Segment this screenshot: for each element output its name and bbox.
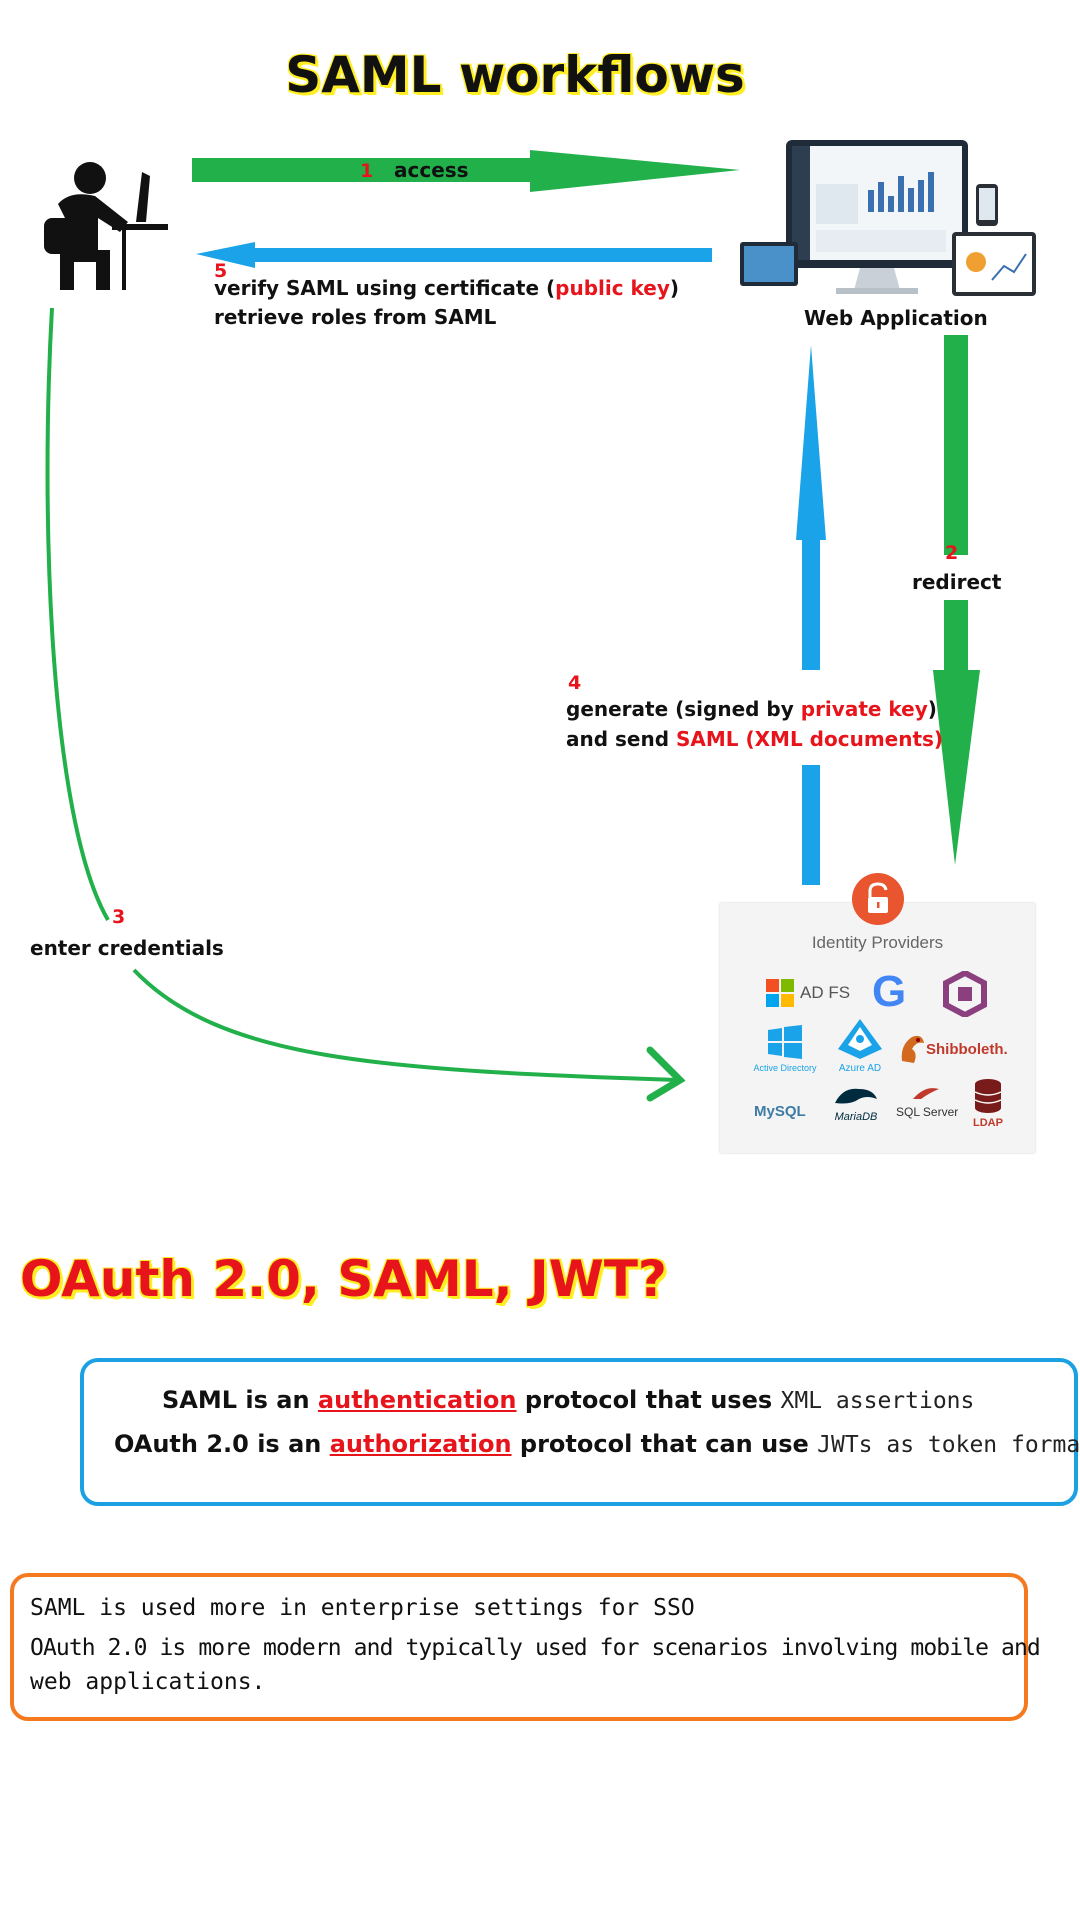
authentication-term: authentication [317,1386,517,1414]
saml-definition-line: SAML is an authentication protocol that … [162,1386,975,1414]
step-5-line-1: verify SAML using certificate (public ke… [214,276,680,300]
step-4-line-1: generate (signed by private key) [566,697,937,721]
mariadb-seal-icon [835,1088,877,1104]
oauth-definition-line: OAuth 2.0 is an authorization protocol t… [114,1430,1080,1458]
usage-comparison-box: SAML is used more in enterprise settings… [10,1573,1041,1721]
page-title: SAML workflows [285,46,745,104]
saml-usage-line: SAML is used more in enterprise settings… [30,1595,695,1621]
windows-icon [766,979,794,1007]
step-4-line-2: and send SAML (XML documents) [566,727,944,751]
comparison-title: OAuth 2.0, SAML, JWT? [20,1250,667,1308]
public-key-text: public key [555,276,670,300]
step-3-number: 3 [112,906,126,928]
shibboleth-dragon-icon [901,1035,924,1063]
lock-icon [852,873,904,925]
protocol-comparison-box: SAML is an authentication protocol that … [80,1358,1080,1506]
database-icon [974,1079,1002,1113]
private-key-text: private key [800,697,928,721]
arrow-credentials [45,307,686,1102]
identity-providers-card: Identity Providers AD FS G Active Direct… [720,903,1035,1153]
adfs-logo: AD FS [766,979,850,1011]
mariadb-logo: MariaDB [828,1083,884,1123]
azure-ad-logo: Azure AD [830,1019,890,1074]
sqlserver-logo: SQL Server [896,1085,958,1119]
step-5-line-2: retrieve roles from SAML [214,305,497,329]
arrow-generate [796,345,826,885]
active-directory-logo: Active Directory [750,1025,820,1073]
oauth-usage-line-2: web applications. [30,1669,266,1695]
step-1-number: 1 [360,160,374,182]
step-2-number: 2 [945,542,959,564]
shibboleth-logo: Shibboleth. [898,1031,1008,1069]
ldap-logo: LDAP [966,1079,1010,1129]
web-application-label: Web Application [804,306,988,330]
cognito-icon [943,971,987,1017]
arrow-access [192,150,740,192]
arrow-verify [196,242,712,268]
user-at-computer-icon [44,162,168,290]
sqlserver-icon [913,1088,939,1099]
step-3-label: enter credentials [30,936,224,960]
saml-xml-text: SAML (XML documents) [676,727,944,751]
oauth-usage-line: OAuth 2.0 is more modern and typically u… [30,1635,1041,1661]
step-2-label: redirect [912,570,1002,594]
mysql-logo: MySQL [754,1103,806,1120]
authorization-term: authorization [329,1430,512,1458]
identity-providers-title: Identity Providers [811,933,944,952]
azure-ad-icon [838,1019,882,1059]
workflow-arrows [44,140,1036,1102]
step-1-label: access [394,158,469,182]
web-dashboard-icon [740,140,1036,296]
active-directory-icon [768,1025,802,1059]
arrow-redirect [933,335,980,865]
step-5-number: 5 [214,260,228,282]
google-logo: G [872,967,907,1016]
step-4-number: 4 [568,672,582,694]
